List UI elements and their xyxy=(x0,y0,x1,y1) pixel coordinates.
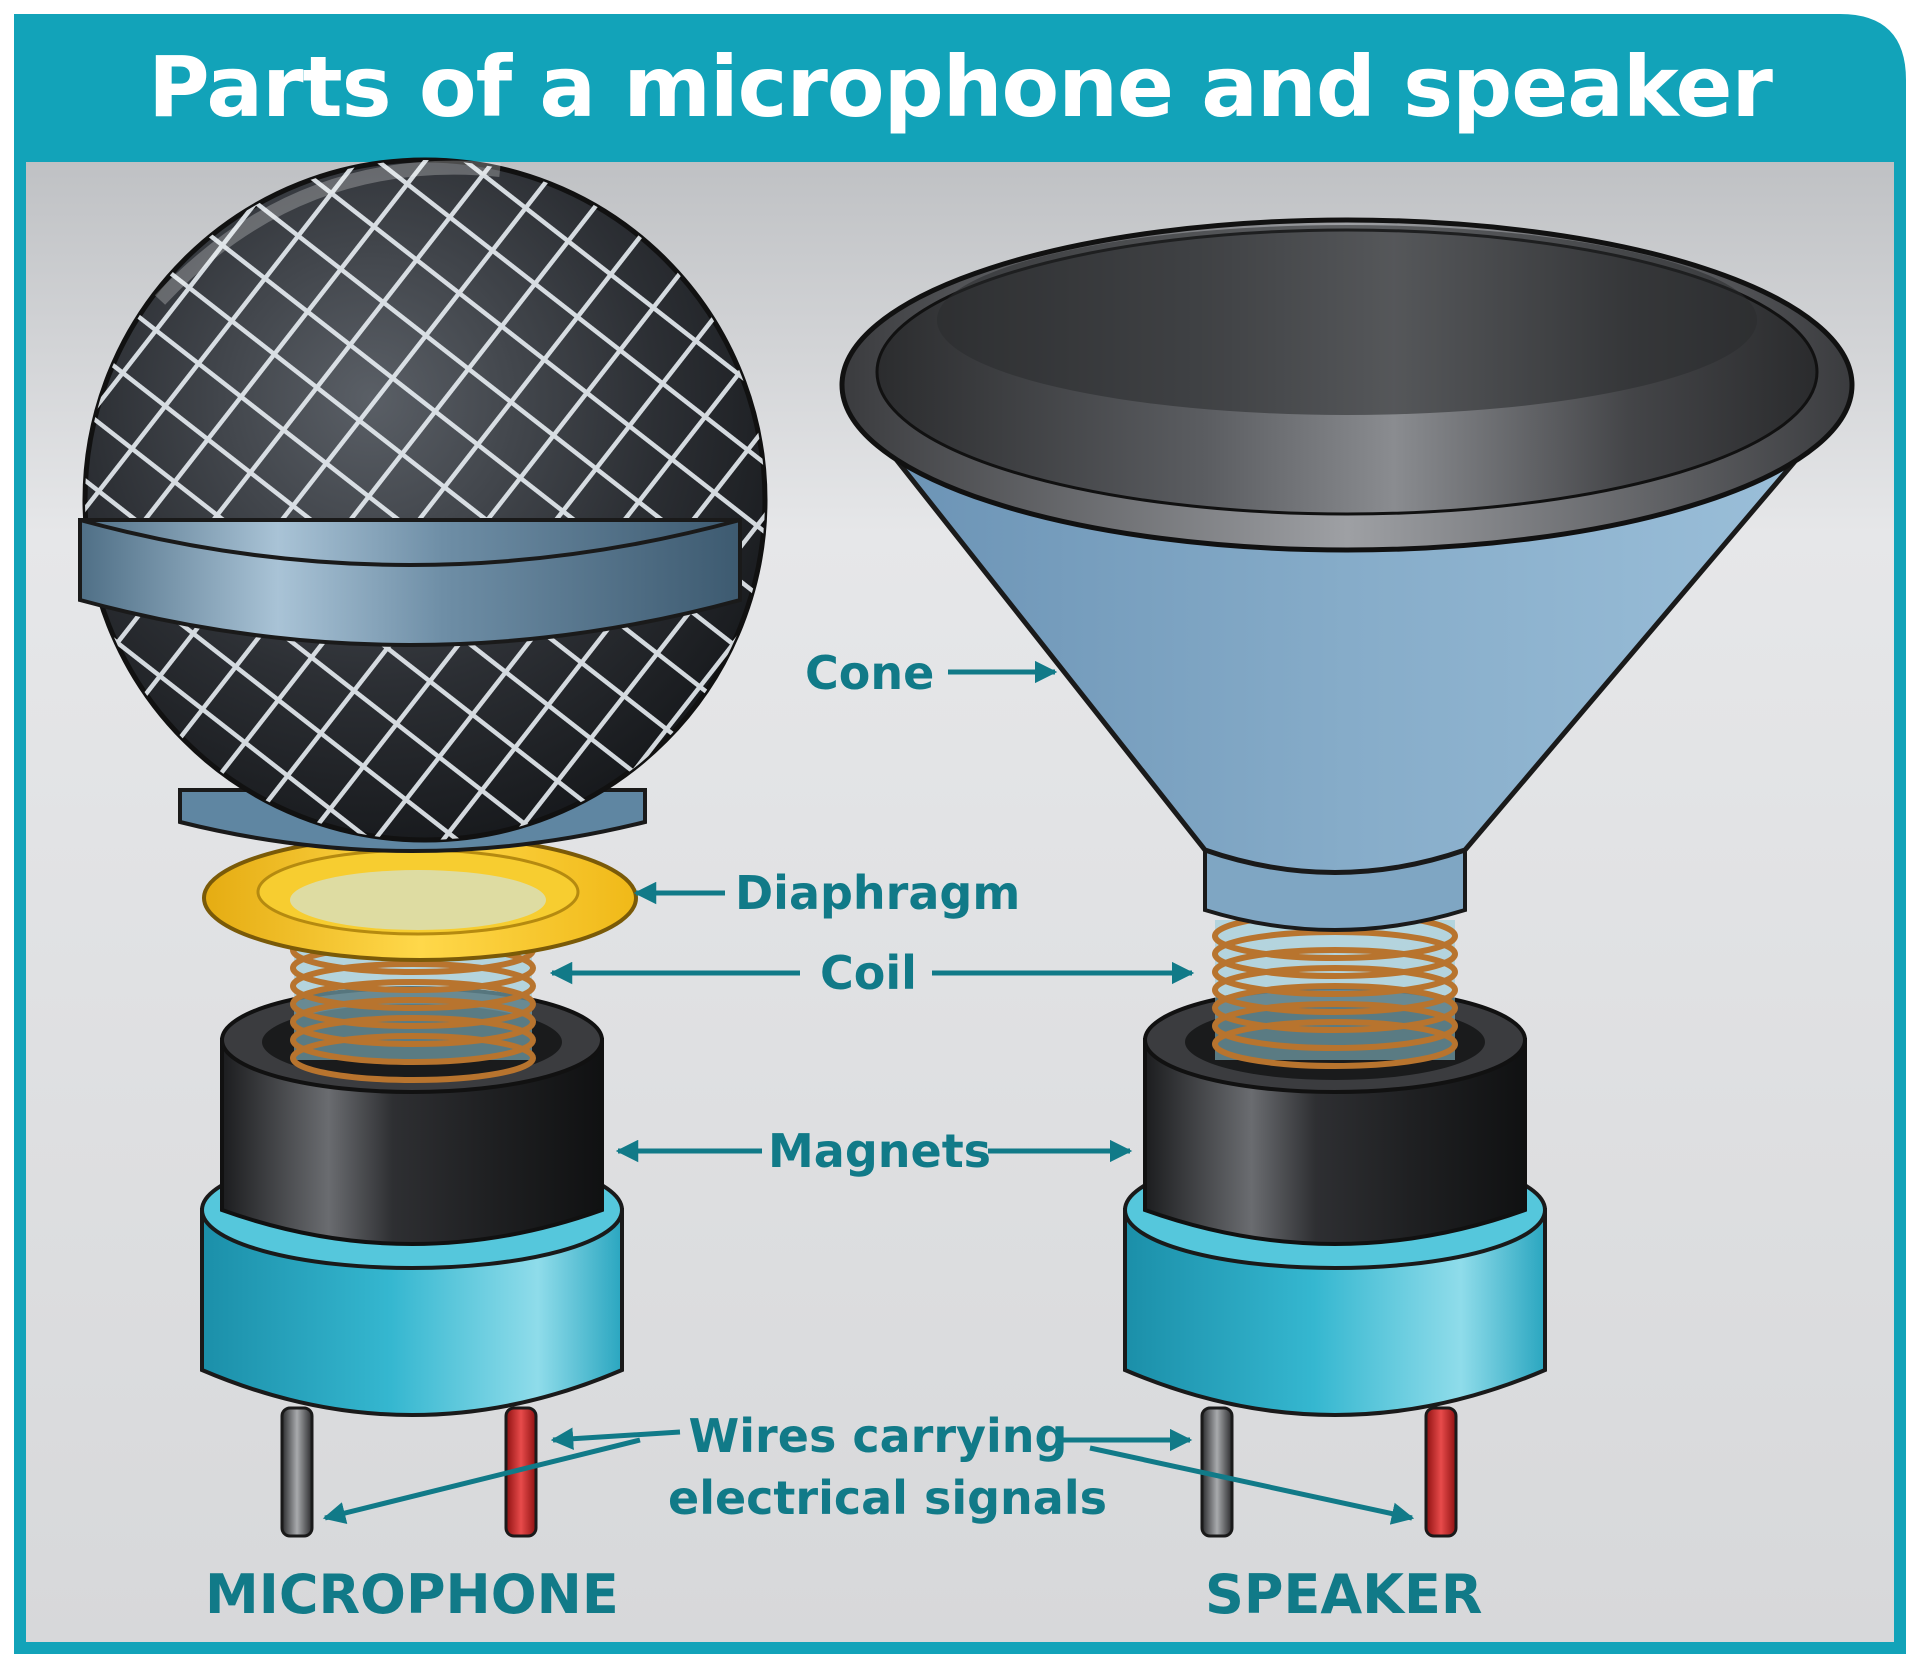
caption-speaker: SPEAKER xyxy=(1205,1568,1482,1622)
label-diaphragm: Diaphragm xyxy=(735,870,1020,916)
label-wires-line1: Wires carrying xyxy=(668,1405,1088,1467)
microphone-ground-wire xyxy=(282,1408,312,1536)
speaker-signal-wire xyxy=(1426,1408,1456,1536)
label-wires-line2: electrical signals xyxy=(668,1467,1088,1529)
caption-microphone: MICROPHONE xyxy=(205,1568,619,1622)
label-coil: Coil xyxy=(820,950,917,996)
label-wires: Wires carrying electrical signals xyxy=(668,1405,1088,1529)
label-cone: Cone xyxy=(805,650,934,696)
microphone-diaphragm xyxy=(204,836,636,960)
diagram-title: Parts of a microphone and speaker xyxy=(0,22,1920,152)
label-magnets: Magnets xyxy=(768,1128,991,1174)
speaker-coil xyxy=(1215,914,1455,1066)
